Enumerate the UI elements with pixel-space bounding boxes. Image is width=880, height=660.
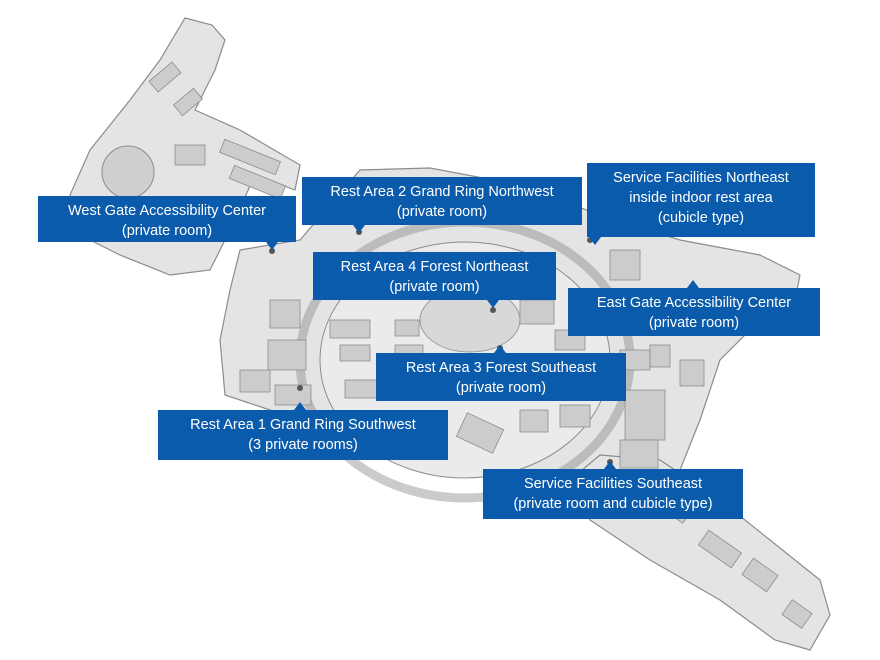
label-service-ne-pointer — [589, 237, 601, 245]
label-rest-area-3[interactable]: Rest Area 3 Forest Southeast (private ro… — [376, 345, 626, 401]
buildings — [148, 61, 813, 629]
label-west-gate-pointer — [266, 242, 278, 250]
label-east-gate[interactable]: East Gate Accessibility Center (private … — [568, 280, 820, 336]
label-service-ne-line-1: Service Facilities Northeast — [613, 170, 789, 186]
label-service-se-line-1: Service Facilities Southeast — [523, 476, 703, 492]
label-service-se[interactable]: Service Facilities Southeast (private ro… — [483, 461, 743, 519]
label-rest-area-1-pointer — [294, 402, 306, 410]
label-service-se-line-2: (private room and cubicle type) — [513, 496, 713, 512]
label-rest-area-1-line-2: (3 private rooms) — [248, 437, 358, 453]
label-east-gate-line-2: (private room) — [648, 315, 740, 331]
label-east-gate-pointer — [687, 280, 699, 288]
label-west-gate-line-2: (private room) — [121, 223, 213, 239]
label-rest-area-1-line-1: Rest Area 1 Grand Ring Southwest — [190, 417, 416, 433]
label-rest-area-1[interactable]: Rest Area 1 Grand Ring Southwest (3 priv… — [158, 402, 448, 460]
label-rest-area-3-pointer — [494, 345, 506, 353]
label-rest-area-4[interactable]: Rest Area 4 Forest Northeast (private ro… — [313, 252, 556, 308]
label-rest-area-2[interactable]: Rest Area 2 Grand Ring Northwest (privat… — [302, 177, 582, 233]
label-west-gate[interactable]: West Gate Accessibility Center (private … — [38, 196, 296, 250]
label-service-ne[interactable]: Service Facilities Northeast inside indo… — [587, 163, 815, 245]
label-service-ne-line-2: inside indoor rest area — [629, 190, 773, 206]
label-rest-area-2-pointer — [353, 225, 365, 233]
label-rest-area-2-line-1: Rest Area 2 Grand Ring Northwest — [330, 184, 554, 200]
label-service-ne-line-3: (cubicle type) — [657, 210, 745, 226]
label-service-se-pointer — [604, 461, 616, 469]
label-rest-area-3-line-2: (private room) — [455, 380, 547, 396]
label-rest-area-4-line-1: Rest Area 4 Forest Northeast — [340, 259, 529, 275]
west-plaza-circle — [101, 145, 155, 199]
label-rest-area-4-line-2: (private room) — [389, 279, 480, 295]
label-rest-area-2-line-2: (private room) — [396, 204, 488, 220]
label-east-gate-line-1: East Gate Accessibility Center — [596, 295, 792, 311]
label-rest-area-4-pointer — [487, 300, 499, 308]
label-rest-area-3-line-1: Rest Area 3 Forest Southeast — [405, 360, 597, 376]
label-west-gate-line-1: West Gate Accessibility Center — [68, 203, 266, 219]
